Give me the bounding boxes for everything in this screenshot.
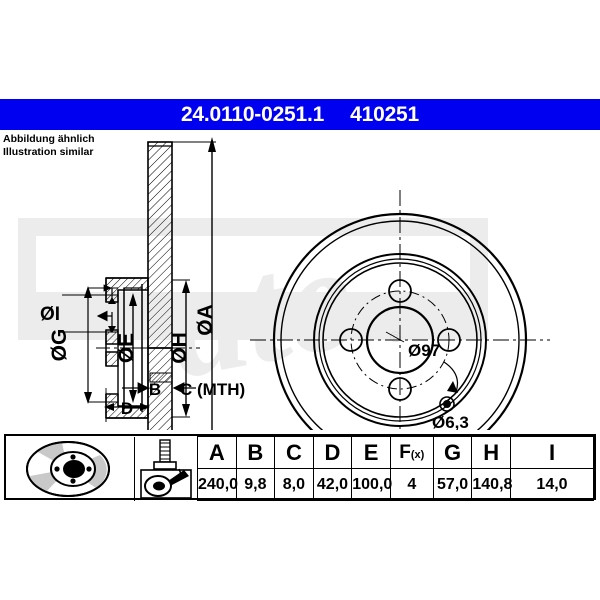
label-bolt-circle-text: Ø97 xyxy=(408,341,440,360)
label-c-mth-text: C (MTH) xyxy=(180,380,245,399)
disc-friction-ring-section xyxy=(147,141,173,430)
bolt-hole-top xyxy=(388,279,412,303)
cross-section-view xyxy=(96,141,200,430)
value-g: 57,0 xyxy=(432,468,473,501)
bolt-icon xyxy=(153,438,177,470)
col-header-i: I xyxy=(510,436,594,469)
bolt-holes xyxy=(339,279,461,401)
illustration-note: Abbildung ähnlich Illustration similar xyxy=(3,133,95,159)
col-header-g: G xyxy=(432,436,473,469)
technical-drawing: ate ® xyxy=(0,130,600,430)
col-header-fx-sub: (x) xyxy=(410,448,425,461)
hat-outer-edge xyxy=(322,262,478,418)
value-e: 100,0 xyxy=(351,468,392,501)
specification-table: A B C D E F(x) G H I 240,0 9,8 8,0 42,0 … xyxy=(4,434,596,501)
dimension-oe-h: ØH xyxy=(168,279,191,418)
col-header-e: E xyxy=(351,436,391,469)
illustration-note-de: Abbildung ähnlich xyxy=(3,133,95,145)
col-header-c: C xyxy=(274,436,314,469)
bolt-and-caliper-icon-cell xyxy=(134,436,198,501)
bolt-hole-bottom xyxy=(388,377,412,401)
col-header-h: H xyxy=(471,436,511,469)
face-view: Ø97 Ø6,3 xyxy=(250,190,550,430)
label-d-text: D xyxy=(121,399,133,418)
col-header-fx: F(x) xyxy=(389,436,434,469)
friction-ring-inner xyxy=(313,253,487,427)
label-oe-a-text: ØA xyxy=(194,304,217,336)
table-row-values: 240,0 9,8 8,0 42,0 100,0 4 57,0 140,8 14… xyxy=(6,468,594,501)
bolt-hole-left xyxy=(339,328,363,352)
label-bolt-circle: Ø97 xyxy=(385,331,440,360)
value-c: 8,0 xyxy=(274,468,314,501)
col-header-a: A xyxy=(197,436,237,469)
disc-outer-edge-inner xyxy=(280,220,520,430)
dimension-oe-g: ØG xyxy=(48,286,118,404)
bolt-and-caliper-icon xyxy=(140,438,192,499)
bolt-hole-right xyxy=(437,328,461,352)
col-header-d: D xyxy=(312,436,353,469)
col-header-b: B xyxy=(235,436,276,469)
value-a: 240,0 xyxy=(197,468,238,501)
label-b-text: B xyxy=(149,380,161,399)
value-fx: 4 xyxy=(389,468,434,501)
bolt-pitch-circle xyxy=(350,290,450,390)
value-d: 42,0 xyxy=(312,468,353,501)
value-h: 140,8 xyxy=(471,468,512,501)
label-oe-h-text: ØH xyxy=(168,332,191,364)
label-hole-dia: Ø6,3 xyxy=(432,361,469,430)
header-bar: 24.0110-0251.1 410251 xyxy=(0,99,600,130)
part-number: 24.0110-0251.1 xyxy=(180,103,325,126)
center-bore xyxy=(365,305,435,375)
dimension-group-bcd: B C (MTH) D xyxy=(104,380,245,430)
brake-disc-icon xyxy=(26,440,110,497)
label-oe-g-text: ØG xyxy=(48,329,71,362)
brake-disc-icon-cell xyxy=(6,436,135,501)
table-row-headers: A B C D E F(x) G H I xyxy=(6,436,594,501)
illustration-note-en: Illustration similar xyxy=(3,146,94,158)
caliper-icon xyxy=(140,468,192,499)
dimension-oe-e: ØE xyxy=(115,293,138,403)
label-oe-i-text: ØI xyxy=(40,304,60,325)
friction-ring-inner-2 xyxy=(318,258,482,422)
svg-text:ate: ate xyxy=(155,212,367,410)
dimension-oe-a: ØA xyxy=(172,137,217,430)
label-oe-e-text: ØE xyxy=(115,333,138,363)
label-hole-dia-text: Ø6,3 xyxy=(432,413,469,430)
value-b: 9,8 xyxy=(235,468,276,501)
value-i: 14,0 xyxy=(510,468,594,501)
mth-thickness-tab xyxy=(149,372,173,383)
disc-outer-edge xyxy=(272,212,528,430)
col-header-fx-base: F xyxy=(399,441,411,463)
article-number: 410251 xyxy=(350,103,420,126)
